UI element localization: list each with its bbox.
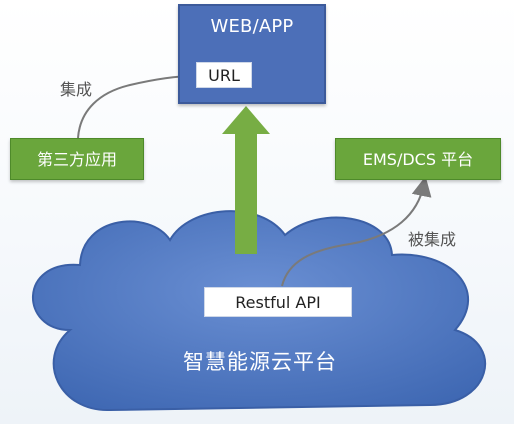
webapp-box: WEB/APP (178, 4, 326, 104)
integrate-label: 集成 (60, 80, 93, 99)
webapp-title: WEB/APP (210, 16, 294, 37)
upward-arrow-icon (222, 106, 270, 254)
ems-dcs-platform-box: EMS/DCS 平台 (335, 138, 501, 180)
integrated-by-connector (281, 176, 432, 287)
third-party-app-box: 第三方应用 (10, 138, 144, 180)
integrate-connector (77, 66, 202, 139)
restful-api-box: Restful API (204, 287, 352, 317)
url-box: URL (196, 62, 252, 88)
cloud-title: 智慧能源云平台 (183, 350, 337, 374)
integrated-by-label: 被集成 (408, 230, 457, 249)
